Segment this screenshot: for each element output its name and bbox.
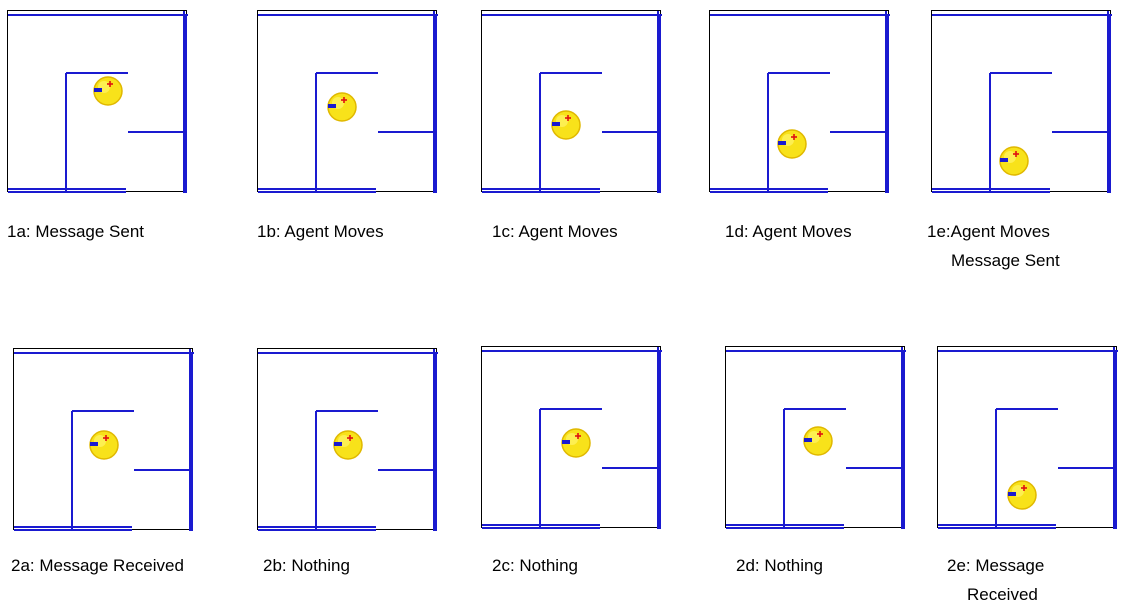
agent-icon	[1000, 147, 1028, 175]
agent-icon	[90, 431, 118, 459]
maze-frame	[7, 10, 187, 192]
panel-caption: 1c: Agent Moves	[492, 221, 618, 242]
maze-frame	[725, 346, 905, 528]
maze-frame	[937, 346, 1117, 528]
maze-diagram	[710, 11, 890, 193]
maze-frame	[709, 10, 889, 192]
panel-caption: 1d: Agent Moves	[725, 221, 852, 242]
maze-diagram	[938, 347, 1118, 529]
panel-caption: 1b: Agent Moves	[257, 221, 384, 242]
panel-caption: 2b: Nothing	[263, 555, 350, 576]
panel-caption: 1a: Message Sent	[7, 221, 144, 242]
panel-caption: 2e: Message Received	[947, 555, 1044, 605]
agent-icon	[562, 429, 590, 457]
maze-diagram	[8, 11, 188, 193]
maze-diagram	[482, 347, 662, 529]
panel-caption: 2d: Nothing	[736, 555, 823, 576]
agent-icon	[94, 77, 122, 105]
maze-diagram	[726, 347, 906, 529]
agent-icon	[804, 427, 832, 455]
panel-caption: 2a: Message Received	[11, 555, 184, 576]
maze-frame	[13, 348, 193, 530]
maze-frame	[481, 10, 661, 192]
panel-caption: 1e:Agent Moves Message Sent	[927, 221, 1060, 271]
panel-caption: 2c: Nothing	[492, 555, 578, 576]
agent-icon	[1008, 481, 1036, 509]
maze-diagram	[14, 349, 194, 531]
agent-icon	[328, 93, 356, 121]
maze-diagram	[482, 11, 662, 193]
maze-diagram	[258, 11, 438, 193]
maze-frame	[931, 10, 1111, 192]
maze-frame	[481, 346, 661, 528]
maze-frame	[257, 10, 437, 192]
maze-diagram	[258, 349, 438, 531]
agent-icon	[334, 431, 362, 459]
maze-frame	[257, 348, 437, 530]
agent-icon	[552, 111, 580, 139]
agent-icon	[778, 130, 806, 158]
maze-diagram	[932, 11, 1112, 193]
